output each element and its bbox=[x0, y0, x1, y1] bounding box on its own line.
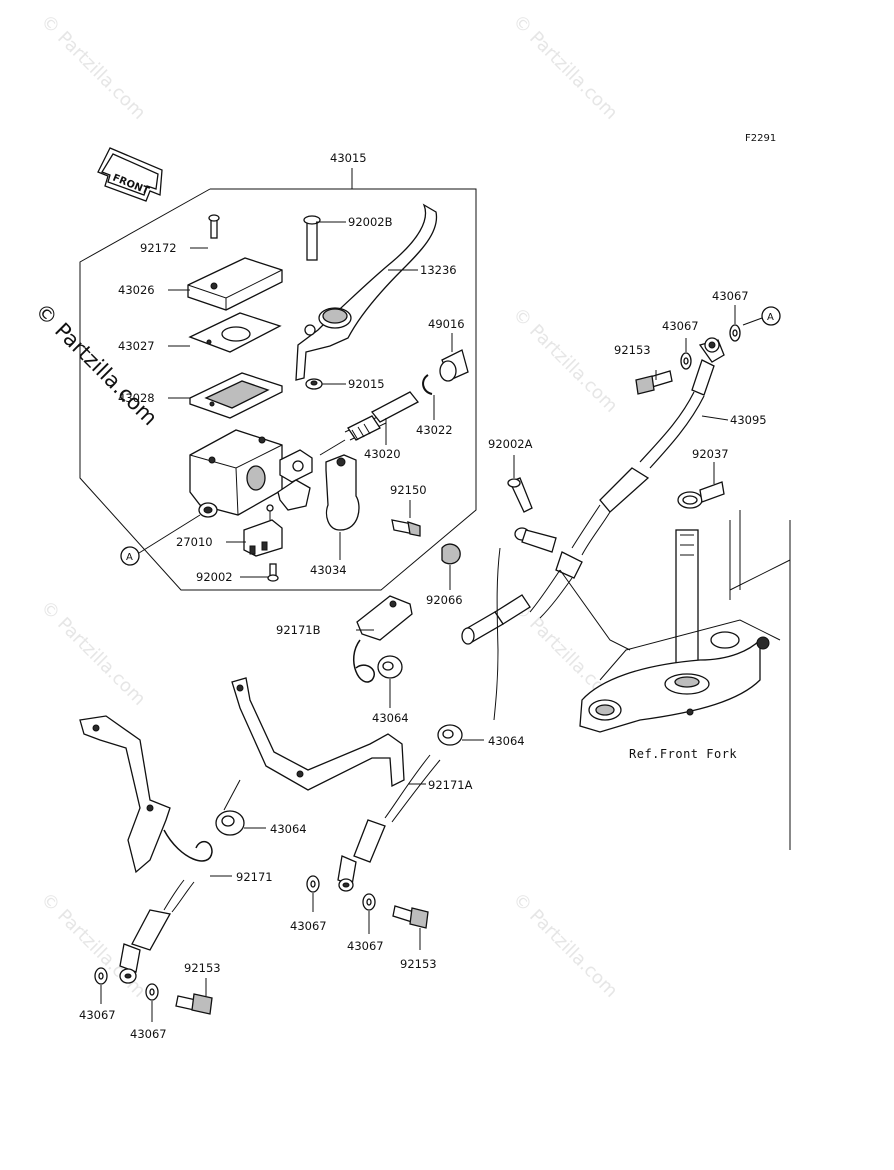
master-cylinder-body bbox=[189, 429, 313, 518]
part-label: 43027 bbox=[118, 339, 155, 353]
dust-boot bbox=[439, 349, 469, 382]
callout-a-left: A bbox=[120, 514, 201, 566]
part-label: 49016 bbox=[428, 317, 465, 331]
brake-hose-lower-left bbox=[119, 779, 241, 984]
part-label: 43028 bbox=[118, 391, 155, 405]
screw-92002 bbox=[267, 563, 279, 582]
grommet-a bbox=[377, 655, 403, 679]
part-label: 43020 bbox=[364, 447, 401, 461]
part-label: 92171B bbox=[276, 623, 321, 637]
washer-mid-2 bbox=[362, 893, 376, 911]
watermark: © Partzilla.com bbox=[36, 597, 149, 710]
watermark: © Partzilla.com bbox=[36, 889, 149, 1002]
part-label: 92002B bbox=[348, 215, 393, 229]
part-label: 92066 bbox=[426, 593, 463, 607]
bracket-92171a bbox=[231, 677, 405, 791]
grommet-b bbox=[437, 724, 463, 746]
part-labels: 92002B 92172 13236 43026 43027 49016 920… bbox=[79, 215, 767, 1041]
nut-92015 bbox=[305, 378, 323, 390]
diaphragm bbox=[189, 372, 283, 419]
part-label: 43067 bbox=[130, 1027, 167, 1041]
watermark: © Partzilla.com bbox=[508, 889, 621, 1002]
bolt-92002b bbox=[303, 215, 321, 261]
banjo-bolt-top bbox=[635, 370, 673, 395]
part-label: 43067 bbox=[662, 319, 699, 333]
watermark: © Partzilla.com bbox=[508, 304, 621, 417]
brake-hose-upper bbox=[461, 337, 725, 645]
part-label: 92002A bbox=[488, 437, 533, 451]
assembly-label: 43015 bbox=[330, 151, 367, 165]
part-label: 13236 bbox=[420, 263, 457, 277]
part-label: 43064 bbox=[270, 822, 307, 836]
figure-code: F2291 bbox=[745, 133, 776, 144]
callout-a-right: A bbox=[742, 306, 781, 326]
part-label: 43067 bbox=[347, 939, 384, 953]
bolt-92150 bbox=[391, 519, 421, 537]
part-label: 43095 bbox=[730, 413, 767, 427]
clamp-43034 bbox=[325, 454, 360, 531]
front-arrow-icon: FRONT bbox=[97, 147, 163, 202]
reservoir-cap bbox=[187, 257, 283, 311]
part-label: 92172 bbox=[140, 241, 177, 255]
bracket-92171 bbox=[79, 715, 213, 874]
part-label: 43026 bbox=[118, 283, 155, 297]
diaphragm-plate bbox=[188, 312, 282, 353]
part-label: 43064 bbox=[372, 711, 409, 725]
hose-joint bbox=[493, 527, 557, 721]
banjo-bolt-low bbox=[175, 993, 213, 1015]
washer-top-2 bbox=[729, 324, 741, 342]
clip-43022 bbox=[422, 374, 433, 395]
brake-switch bbox=[243, 504, 283, 557]
cap-92066 bbox=[441, 543, 461, 565]
washer-mid-1 bbox=[306, 875, 320, 893]
assembly-outline bbox=[79, 168, 477, 591]
washer-low-2 bbox=[145, 983, 159, 1001]
part-label: 92037 bbox=[692, 447, 729, 461]
watermark: © Partzilla.com bbox=[508, 11, 621, 124]
part-label: 92150 bbox=[390, 483, 427, 497]
part-label: 43022 bbox=[416, 423, 453, 437]
watermark: © Partzilla.com bbox=[36, 11, 149, 124]
brake-lever bbox=[295, 203, 438, 381]
part-label: 92015 bbox=[348, 377, 385, 391]
washer-low-1 bbox=[94, 967, 108, 985]
guide-92037 bbox=[677, 481, 725, 509]
part-label: 43064 bbox=[488, 734, 525, 748]
grommet-c bbox=[215, 810, 245, 836]
part-label: 92171 bbox=[236, 870, 273, 884]
leader-lines bbox=[100, 221, 736, 1022]
part-label: 92153 bbox=[614, 343, 651, 357]
part-label: 92153 bbox=[400, 957, 437, 971]
screw-92172 bbox=[208, 214, 220, 239]
reference-note: Ref.Front Fork bbox=[629, 747, 737, 761]
part-label: 92002 bbox=[196, 570, 233, 584]
brake-hose-lower-right bbox=[337, 754, 441, 892]
front-fork-stem bbox=[559, 510, 791, 850]
part-label: 43067 bbox=[290, 919, 327, 933]
side-watermark: © Partzilla.com bbox=[30, 299, 162, 431]
washer-top-1 bbox=[680, 352, 692, 370]
part-label: 92171A bbox=[428, 778, 473, 792]
banjo-bolt-mid bbox=[392, 905, 429, 929]
bracket-92171b bbox=[353, 595, 413, 683]
callout-letter: A bbox=[126, 552, 133, 563]
part-label: 43067 bbox=[712, 289, 749, 303]
callout-letter: A bbox=[767, 312, 774, 323]
part-label: 43067 bbox=[79, 1008, 116, 1022]
bolt-92002a bbox=[507, 477, 533, 513]
piston-assembly bbox=[319, 391, 419, 456]
part-label: 27010 bbox=[176, 535, 213, 549]
part-label: 43034 bbox=[310, 563, 347, 577]
part-label: 92153 bbox=[184, 961, 221, 975]
